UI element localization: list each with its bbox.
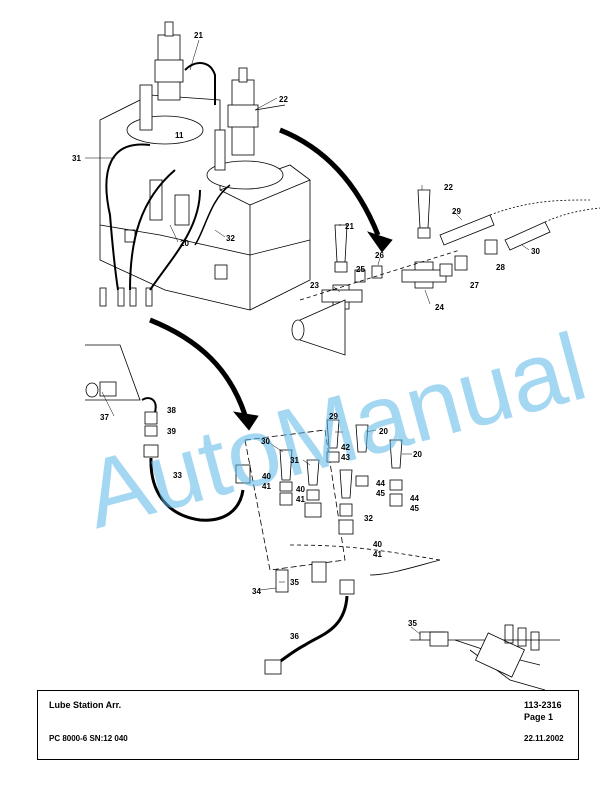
callout-27: 27 (470, 281, 479, 290)
callout-42: 42 (341, 443, 350, 452)
callout-45: 45 (376, 489, 385, 498)
callout-38: 38 (167, 406, 176, 415)
bottom-right-assembly (410, 624, 560, 690)
callout-35: 35 (290, 578, 299, 587)
part-number: 113-2316 (524, 700, 562, 710)
model-serial: PC 8000-6 SN:12 040 (49, 734, 128, 743)
page-number: Page 1 (524, 712, 554, 722)
callout-37: 37 (100, 413, 109, 422)
callout-25: 25 (356, 265, 365, 274)
callout-26: 26 (375, 251, 384, 260)
callout-44: 44 (410, 494, 419, 503)
arrow-head-upper (366, 231, 393, 253)
callout-33: 33 (173, 471, 182, 480)
callout-21: 21 (194, 31, 203, 40)
callout-23: 23 (310, 281, 319, 290)
callout-35: 35 (408, 619, 417, 628)
arrow-head-lower (233, 411, 259, 431)
left-fitting-assembly (85, 344, 251, 522)
upper-fitting-assembly (291, 189, 601, 356)
drawing-title: Lube Station Arr. (49, 700, 122, 710)
lube-station-tanks (99, 21, 311, 311)
callout-44: 44 (376, 479, 385, 488)
callout-45: 45 (410, 504, 419, 513)
callout-43: 43 (341, 453, 350, 462)
callout-40: 40 (296, 485, 305, 494)
callout-20: 20 (379, 427, 388, 436)
callout-30: 30 (531, 247, 540, 256)
callout-29: 29 (329, 412, 338, 421)
callout-31: 31 (290, 456, 299, 465)
parts-diagram: AutoManual 21 22 11 31 20 32 22 29 30 21… (72, 21, 601, 690)
callout-41: 41 (262, 482, 271, 491)
callout-39: 39 (167, 427, 176, 436)
callout-40: 40 (262, 472, 271, 481)
curved-arrow-upper (279, 127, 381, 236)
callout-34: 34 (252, 587, 261, 596)
callout-20: 20 (180, 239, 189, 248)
callout-28: 28 (496, 263, 505, 272)
callout-32: 32 (226, 234, 235, 243)
callout-36: 36 (290, 632, 299, 641)
callout-24: 24 (435, 303, 444, 312)
leader-lines (85, 39, 530, 635)
callout-41: 41 (296, 495, 305, 504)
callout-20: 20 (413, 450, 422, 459)
curved-arrow-lower (149, 317, 248, 416)
callout-numbers: 21 22 11 31 20 32 22 29 30 21 26 25 28 2… (72, 31, 540, 641)
drawing-date: 22.11.2002 (524, 734, 564, 743)
center-fitting-group (244, 419, 441, 675)
callout-30: 30 (261, 437, 270, 446)
callout-29: 29 (452, 207, 461, 216)
callout-21: 21 (345, 222, 354, 231)
callout-31: 31 (72, 154, 81, 163)
callout-40: 40 (373, 540, 382, 549)
callout-11: 11 (175, 131, 184, 140)
callout-32: 32 (364, 514, 373, 523)
title-block: Lube Station Arr. 113-2316 Page 1 PC 800… (37, 690, 579, 760)
callout-22: 22 (279, 95, 288, 104)
callout-41: 41 (373, 550, 382, 559)
callout-22: 22 (444, 183, 453, 192)
